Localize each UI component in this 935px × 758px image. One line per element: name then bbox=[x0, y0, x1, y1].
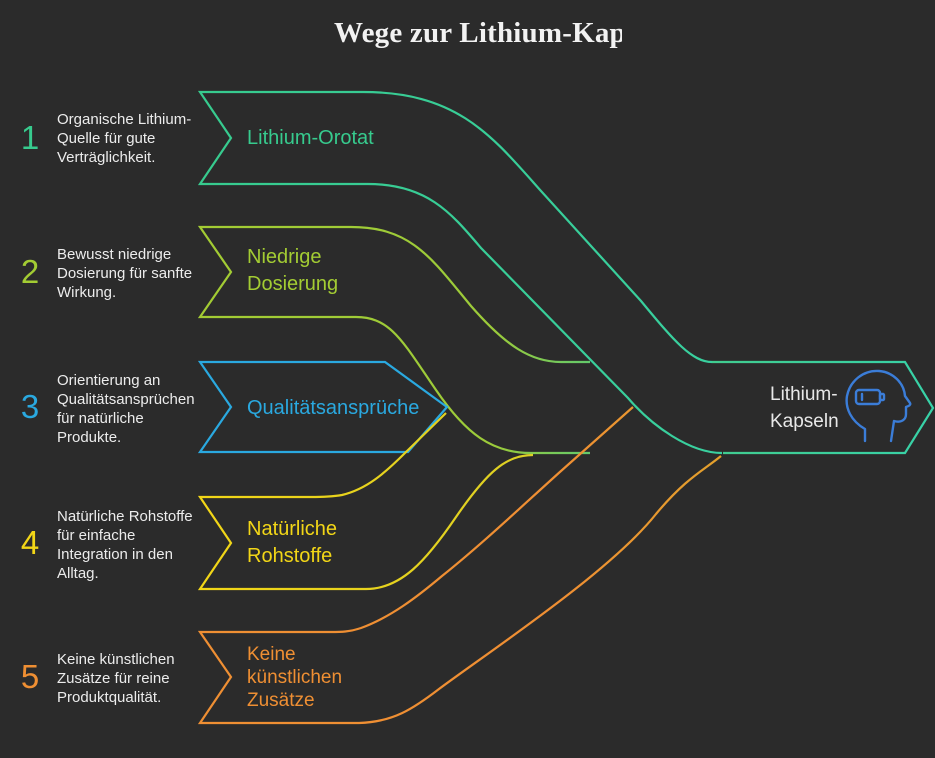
step-3-description: Orientierung an Qualitätsansprüchen für … bbox=[57, 371, 205, 447]
label-line: Natürliche bbox=[247, 518, 338, 540]
label-line: Kapseln bbox=[770, 411, 839, 432]
label-line: Zusätze bbox=[247, 690, 315, 711]
desc-line: Natürliche Rohstoffe bbox=[57, 508, 193, 525]
desc-line: Dosierung für sanfte bbox=[57, 265, 193, 282]
desc-line: Orientierung an bbox=[57, 372, 161, 389]
desc-line: für natürliche bbox=[57, 410, 144, 427]
desc-line: Verträglichkeit. bbox=[57, 149, 156, 166]
step-2-description: Bewusst niedrige Dosierung für sanfte Wi… bbox=[57, 245, 205, 302]
step-4-number: 4 bbox=[20, 524, 40, 561]
banner-5-label: Keine künstlichen Zusätze bbox=[247, 643, 342, 712]
banner-3-label: Qualitätsansprüche bbox=[247, 395, 419, 422]
page-title: Wege zur Lithium-Kap bbox=[334, 17, 622, 49]
desc-line: Keine künstlichen bbox=[57, 651, 175, 668]
ribbon-1-path bbox=[197, 90, 723, 455]
banner-2-label: Niedrige Dosierung bbox=[247, 244, 338, 298]
desc-line: Wirkung. bbox=[57, 284, 117, 301]
desc-line: Produktqualität. bbox=[57, 689, 162, 706]
head-battery-icon bbox=[845, 369, 912, 443]
ribbon-5-path bbox=[197, 406, 722, 725]
ribbon-4-path bbox=[197, 412, 534, 591]
label-line: Niedrige bbox=[247, 246, 322, 268]
step-3-number: 3 bbox=[20, 388, 40, 425]
label-line: Qualitätsansprüche bbox=[247, 397, 420, 419]
banner-4-label: Natürliche Rohstoffe bbox=[247, 516, 337, 570]
label-line: Dosierung bbox=[247, 273, 339, 295]
banner-3-path bbox=[197, 360, 449, 454]
desc-line: Zusätze für reine bbox=[57, 670, 170, 687]
step-1-description: Organische Lithium- Quelle für gute Vert… bbox=[57, 110, 205, 167]
desc-line: Alltag. bbox=[57, 565, 99, 582]
step-1-number: 1 bbox=[20, 119, 40, 156]
label-line: Lithium- bbox=[770, 384, 838, 405]
step-4-description: Natürliche Rohstoffe für einfache Integr… bbox=[57, 507, 205, 583]
label-line: Lithium-Orotat bbox=[247, 127, 374, 149]
label-line: Rohstoffe bbox=[247, 545, 333, 567]
desc-line: Produkte. bbox=[57, 429, 122, 446]
step-5-number: 5 bbox=[20, 658, 40, 695]
output-banner-path bbox=[712, 360, 935, 455]
output-banner-label: Lithium- Kapseln bbox=[770, 381, 839, 435]
title-clip: Wege zur Lithium-Kap bbox=[334, 12, 622, 56]
desc-line: Qualitätsansprüchen bbox=[57, 391, 195, 408]
ribbon-2-path bbox=[197, 225, 590, 455]
desc-line: für einfache bbox=[57, 527, 136, 544]
step-2-number: 2 bbox=[20, 253, 40, 290]
label-line: künstlichen bbox=[247, 667, 343, 688]
desc-line: Organische Lithium- bbox=[57, 111, 192, 128]
desc-line: Quelle für gute bbox=[57, 130, 156, 147]
label-line: Keine bbox=[247, 644, 296, 665]
desc-line: Integration in den bbox=[57, 546, 173, 563]
desc-line: Bewusst niedrige bbox=[57, 246, 172, 263]
banner-1-label: Lithium-Orotat bbox=[247, 125, 374, 152]
step-5-description: Keine künstlichen Zusätze für reine Prod… bbox=[57, 650, 205, 707]
